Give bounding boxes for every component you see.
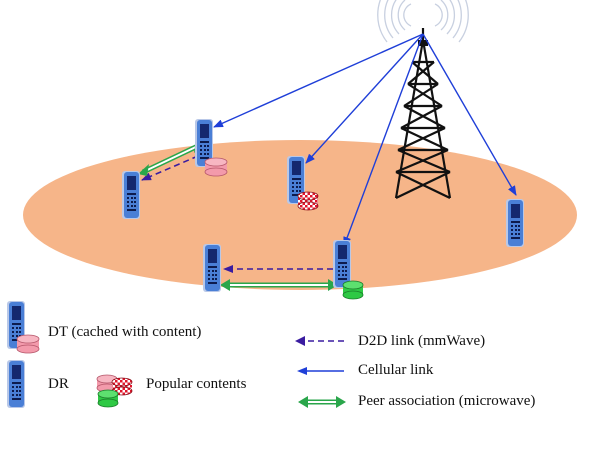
content-cylinder-icon [342, 280, 364, 300]
legend-popular-label: Popular contents [146, 376, 247, 392]
cellular-link [422, 33, 517, 196]
legend-dt-label: DT (cached with content) [48, 324, 202, 340]
cellular-link [213, 33, 424, 128]
content-cylinder-icon [297, 191, 319, 211]
phone-icon [122, 171, 140, 219]
legend-dr-phone-icon [7, 360, 25, 408]
phone-icon [506, 199, 524, 247]
cellular-link [343, 33, 424, 247]
phone-icon [333, 240, 351, 288]
legend-dt-content-icon [16, 334, 40, 354]
d2d-links [141, 155, 333, 273]
cellular-link [305, 33, 424, 164]
legend-peer-line [298, 396, 346, 408]
legend-popular-contents-icon [96, 374, 133, 408]
phone-icon [203, 244, 221, 292]
legend-d2d-label: D2D link (mmWave) [358, 333, 486, 349]
signal-waves [377, 0, 469, 43]
legend-dr-label: DR [48, 376, 69, 392]
legend-peer-label: Peer association (microwave) [358, 393, 536, 409]
tower-top [418, 40, 428, 46]
d2d-link [141, 155, 199, 181]
cellular-links [213, 33, 517, 247]
legend-cellular-label: Cellular link [358, 362, 434, 378]
cell-tower-icon [394, 28, 452, 199]
content-cylinder-icon [204, 157, 228, 177]
